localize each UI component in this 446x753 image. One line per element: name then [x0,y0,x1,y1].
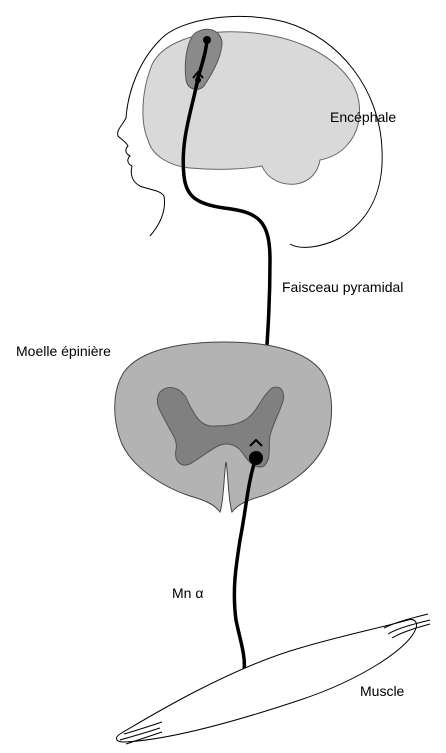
label-mn-alpha: Mn α [172,585,203,601]
label-moelle-epiniere: Moelle épinière [16,343,111,359]
label-faisceau-pyramidal: Faisceau pyramidal [282,279,403,295]
muscle [117,619,417,742]
label-muscle: Muscle [360,683,405,699]
cortex-synapse-dot [195,77,201,83]
brain [143,32,360,184]
label-encephale: Encéphale [330,109,396,125]
cortex-cell-body [203,36,211,44]
